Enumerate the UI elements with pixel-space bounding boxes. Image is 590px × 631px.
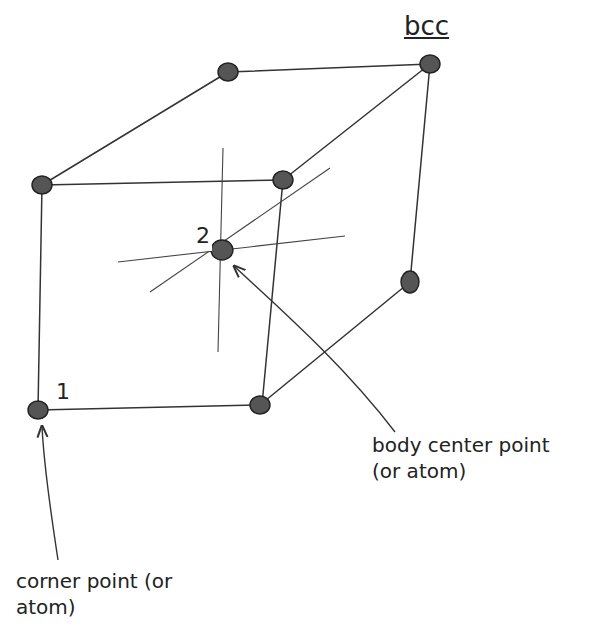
center-axes [118, 148, 345, 352]
body-center-label: body center point (or atom) [372, 432, 577, 484]
lattice-atoms [28, 55, 440, 419]
leader-arrows [42, 266, 395, 560]
structure-title: bcc [404, 10, 449, 44]
callout-number: 2 [194, 222, 212, 251]
callout-number: 1 [56, 378, 70, 407]
cube-edges [38, 64, 430, 410]
corner-label: corner point (or atom) [16, 568, 216, 620]
